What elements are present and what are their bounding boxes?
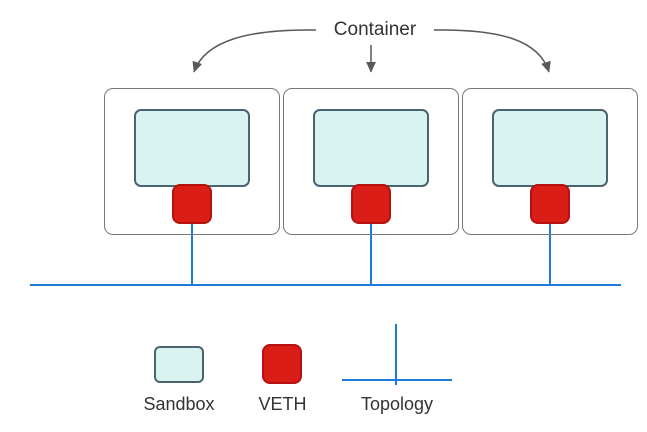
container-box-3 [462, 88, 638, 235]
legend-veth-label: VETH [258, 394, 307, 414]
legend-topology-label: Topology [360, 394, 434, 414]
sandbox-shape-2 [313, 109, 429, 187]
container-box-2 [283, 88, 459, 235]
sandbox-shape-1 [134, 109, 250, 187]
container-box-1 [104, 88, 280, 235]
container-label: Container [333, 19, 417, 40]
veth-shape-3 [530, 184, 570, 224]
legend-veth-swatch [262, 344, 302, 384]
legend-sandbox-swatch [154, 346, 204, 383]
veth-shape-2 [351, 184, 391, 224]
sandbox-shape-3 [492, 109, 608, 187]
legend-sandbox-label: Sandbox [143, 394, 215, 414]
veth-shape-1 [172, 184, 212, 224]
container-arrow-right [433, 29, 551, 73]
container-arrow-left [192, 29, 317, 73]
